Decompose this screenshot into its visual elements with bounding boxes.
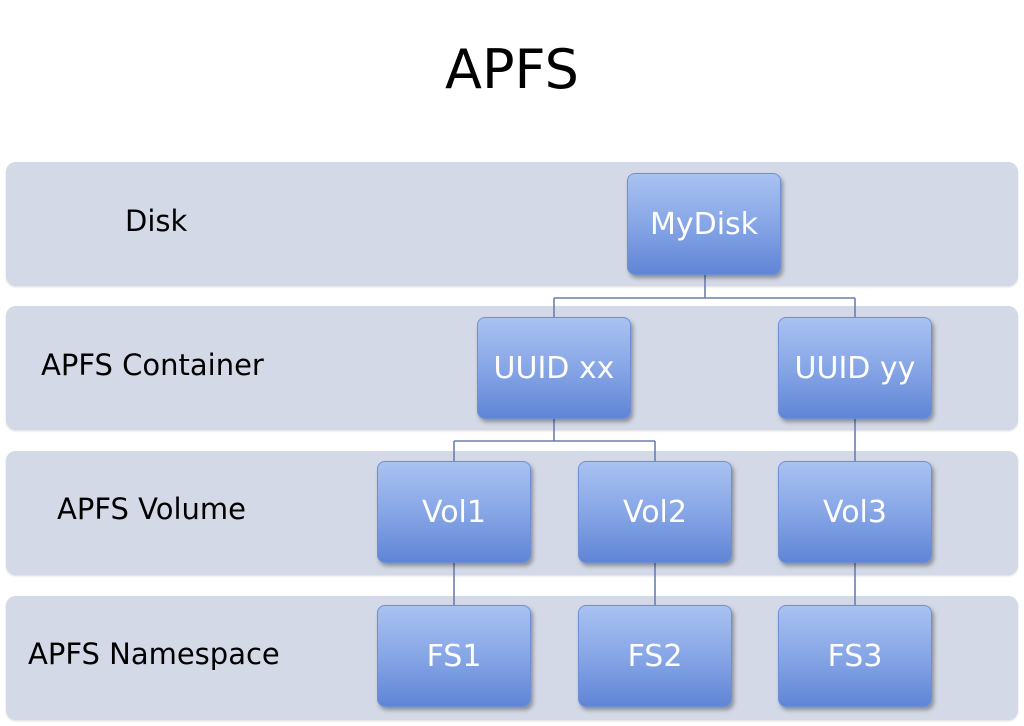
diagram-title: APFS (445, 38, 579, 101)
layer-label-namespace: APFS Namespace (28, 637, 280, 671)
node-fs2: FS2 (578, 605, 732, 707)
layer-label-container: APFS Container (41, 348, 264, 382)
node-fs1: FS1 (377, 605, 531, 707)
node-uuid-yy: UUID yy (778, 317, 932, 419)
node-vol3: Vol3 (778, 461, 932, 563)
node-uuid-xx: UUID xx (477, 317, 631, 419)
node-mydisk: MyDisk (627, 173, 781, 275)
node-vol2: Vol2 (578, 461, 732, 563)
layer-label-volume: APFS Volume (57, 492, 246, 526)
node-vol1: Vol1 (377, 461, 531, 563)
layer-band-disk (6, 162, 1018, 286)
layer-label-disk: Disk (125, 204, 188, 238)
node-fs3: FS3 (778, 605, 932, 707)
